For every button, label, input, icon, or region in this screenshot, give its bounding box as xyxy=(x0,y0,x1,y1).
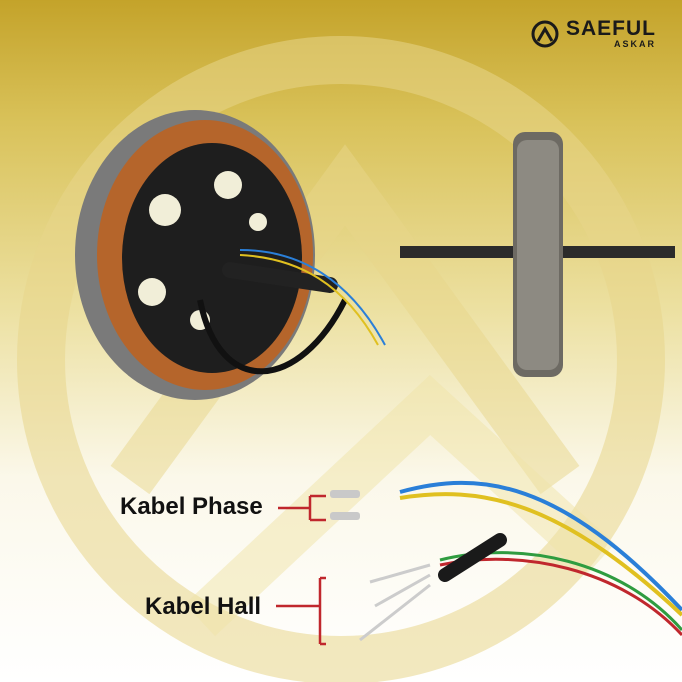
brand-logo: SAEFUL ASKAR xyxy=(530,18,656,49)
hall-leader-line xyxy=(276,576,326,646)
phase-cable-label: Kabel Phase xyxy=(120,493,263,520)
phase-leader-line xyxy=(278,494,326,522)
logo-icon xyxy=(531,20,559,47)
brand-sub: ASKAR xyxy=(613,39,656,49)
brand-name: SAEFUL xyxy=(566,17,656,40)
hall-cable-label: Kabel Hall xyxy=(145,593,262,620)
